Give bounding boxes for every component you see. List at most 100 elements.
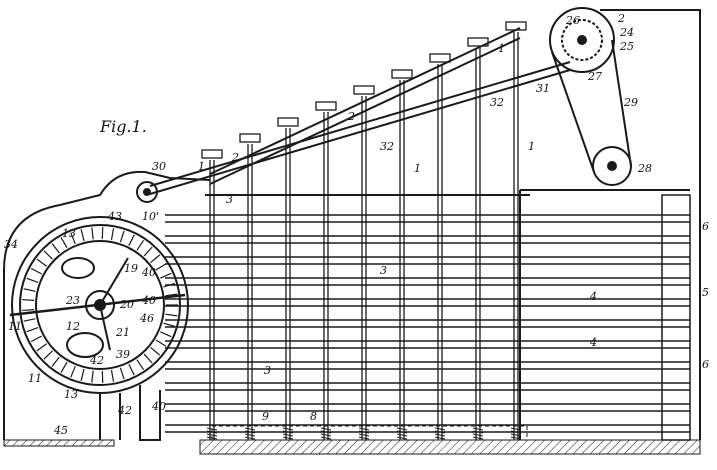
wheel-tooth	[150, 346, 161, 356]
spring-coil	[320, 436, 332, 440]
wheel-tooth	[155, 339, 167, 347]
wheel-tooth	[60, 237, 68, 249]
wheel-tooth	[30, 335, 43, 343]
wheel-tooth	[160, 272, 172, 279]
label: 1	[528, 140, 535, 153]
cabinet-frame	[3, 9, 701, 440]
label: 20	[119, 298, 134, 311]
wheel-tooth	[143, 246, 153, 257]
label: 40	[151, 400, 166, 413]
floor-hatch	[199, 439, 701, 455]
label: 4	[589, 336, 597, 349]
cam-upper	[61, 257, 95, 279]
wheel-tooth	[128, 234, 135, 246]
wheel-tooth	[36, 258, 47, 267]
label: 39	[116, 348, 130, 361]
label: 12	[66, 320, 80, 333]
label: 3	[264, 364, 271, 377]
wheel-tooth	[136, 359, 145, 371]
label: 4	[589, 290, 597, 303]
arm-39	[99, 304, 111, 351]
wheel-tooth	[26, 277, 39, 283]
spring-coil	[206, 433, 218, 437]
horizontal-bars	[165, 214, 690, 433]
spring-coil	[358, 433, 370, 437]
wheel-tooth	[43, 250, 53, 260]
wheel-tooth	[128, 364, 135, 376]
label: 31	[536, 82, 550, 95]
label: 45	[53, 424, 68, 437]
spring-coil	[510, 427, 522, 431]
spring-coil	[244, 430, 256, 434]
label: 32	[490, 96, 504, 109]
base-plate	[3, 439, 115, 447]
spring-coil	[320, 430, 332, 434]
spring-coil	[396, 427, 408, 431]
wheel-tooth	[119, 230, 125, 243]
spring-coil	[472, 433, 484, 437]
label: 42	[117, 404, 132, 417]
wheel-tooth	[70, 232, 76, 245]
vertical-rods	[201, 21, 527, 440]
arm-19	[99, 257, 129, 306]
wheel-tooth	[119, 367, 125, 380]
label: 30	[152, 160, 166, 173]
right-wall	[600, 9, 701, 440]
spring-coil	[358, 436, 370, 440]
key-top	[201, 149, 223, 159]
label: 5	[702, 286, 709, 299]
label: 13	[64, 388, 78, 401]
key-top	[277, 117, 299, 127]
spring-coil	[282, 427, 294, 431]
label: 29	[623, 96, 638, 109]
spring-coil	[396, 430, 408, 434]
upper-pulley	[549, 7, 615, 73]
spring-coil	[472, 430, 484, 434]
label: 26	[565, 14, 580, 27]
label: 8	[310, 410, 317, 423]
label: 6	[702, 358, 709, 371]
spring-coil	[510, 430, 522, 434]
label: 40	[141, 266, 156, 279]
label: 24	[619, 26, 634, 39]
label: 6	[702, 220, 709, 233]
wheel-tooth	[43, 350, 53, 360]
label: 11	[28, 372, 42, 385]
spring-coil	[472, 436, 484, 440]
shaft	[9, 293, 186, 317]
right-column	[661, 194, 691, 441]
wheel-tooth	[22, 298, 35, 301]
wheel-tooth	[110, 228, 115, 241]
figure-title: Fig.1.	[99, 117, 147, 136]
label: 23	[65, 294, 80, 307]
left-housing	[3, 170, 211, 440]
spring-coil	[282, 430, 294, 434]
spring-coil	[434, 427, 446, 431]
spring-coil	[510, 436, 522, 440]
label: 1	[414, 162, 421, 175]
wheel-tooth	[91, 227, 94, 240]
key-top	[315, 101, 337, 111]
label: 3	[226, 193, 233, 206]
wheel-tooth	[91, 370, 94, 383]
floor-box	[211, 425, 528, 441]
wheel-teeth	[22, 227, 178, 383]
key-top	[239, 133, 261, 143]
spring-coil	[244, 433, 256, 437]
wheel-tooth	[165, 313, 178, 317]
stair-rail	[149, 27, 571, 195]
wheel-tooth	[155, 263, 167, 271]
wheel-tooth	[136, 239, 145, 251]
label: 2	[231, 151, 239, 164]
spring-coil	[244, 436, 256, 440]
wheel-tooth	[80, 229, 85, 242]
wheel-tooth	[23, 318, 36, 322]
label: 3	[380, 264, 387, 277]
wheel-tooth	[150, 254, 161, 264]
spring-coil	[358, 430, 370, 434]
spring-coil	[244, 427, 256, 431]
label: 1	[498, 42, 505, 55]
wheel-tooth	[160, 331, 172, 338]
wheel-tooth	[60, 361, 68, 373]
